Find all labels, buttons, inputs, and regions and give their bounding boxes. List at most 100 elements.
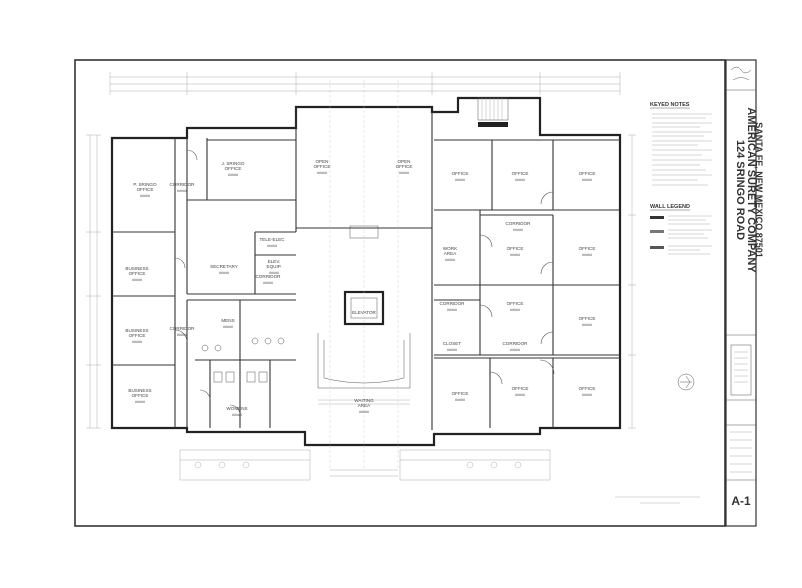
room-label: OFFICE [396,164,413,169]
room-number: ##### [445,258,455,262]
room-number: ##### [317,171,327,175]
title-address-line-1: 124 SRINGO ROAD [734,140,746,240]
wall-legend-heading: WALL LEGEND [650,204,690,210]
room-label: OFFICE [507,246,524,251]
room-number: ##### [263,281,273,285]
room-label: OFFICE [129,333,146,338]
room-label: OFFICE [512,171,529,176]
room-number: ##### [177,189,187,193]
room-label: CORRIDOR [255,274,281,279]
wall-legend: WALL LEGEND [650,204,712,255]
ramp [317,333,411,405]
room-label: WORK [443,246,458,251]
room-number: ##### [582,393,592,397]
room-number: ##### [582,178,592,182]
room-label: OFFICE [579,316,596,321]
room-label: CORRIDOR [169,326,195,331]
room-label: OFFICE [129,271,146,276]
room-number: ##### [582,253,592,257]
room-number: ##### [359,410,369,414]
door-swings [174,149,555,416]
room-number: ##### [232,413,242,417]
room-number: ##### [510,308,520,312]
room-label: BUSINESS [128,388,151,393]
room-label: OPEN [315,159,328,164]
site-details [179,449,551,481]
room-number: ##### [269,271,279,275]
room-number: ##### [219,271,229,275]
column-grid [329,80,399,470]
left-dimension-strings [86,134,101,429]
stair [477,97,509,127]
room-number: ##### [140,194,150,198]
room-number: ##### [177,333,187,337]
room-label: J. SRINGO [222,161,245,166]
room-number: ##### [223,325,233,329]
room-label: CORRIDOR [505,221,531,226]
room-number: ##### [515,393,525,397]
sheet-border [74,59,726,527]
room-label: OFFICE [507,301,524,306]
room-label: EQUIP. [267,264,282,269]
room-label: CORRIDOR [502,341,528,346]
room-number: ##### [455,178,465,182]
room-number: ##### [513,228,523,232]
restroom-fixtures [201,337,285,383]
room-number: ##### [510,253,520,257]
room-number: ##### [515,178,525,182]
room-label: OFFICE [579,386,596,391]
room-number: ##### [132,340,142,344]
title-block-frame [725,59,757,527]
room-label: ELEV. [268,259,281,264]
room-label: OFFICE [579,171,596,176]
room-label: BUSINESS [125,328,148,333]
room-number: ##### [447,348,457,352]
room-label: WOMENS [226,406,247,411]
room-label: OFFICE [314,164,331,169]
room-label: BUSINESS [125,266,148,271]
room-label: SECRETARY [210,264,238,269]
top-dimension-strings [109,72,621,95]
room-label: OFFICE [132,393,149,398]
room-number: ##### [399,171,409,175]
room-label: OFFICE [452,391,469,396]
north-arrow-icon [677,373,695,391]
interior-walls [112,107,620,430]
room-number: ##### [132,278,142,282]
room-number: ##### [510,348,520,352]
room-label: OFFICE [452,171,469,176]
title-address-line-2: AMERICAN SURETY COMPANY [745,107,757,273]
company-logo [730,66,752,81]
revision-table [730,431,752,473]
room-number: ##### [267,244,277,248]
sheet-number: A-1 [731,494,751,508]
room-label: WAITING [354,398,374,403]
room-label: AREA [444,251,457,256]
room-label: MENS [221,318,234,323]
room-label: ELEVATOR [352,310,376,315]
room-label: OFFICE [579,246,596,251]
right-dimension-strings [628,134,636,429]
room-label: OFFICE [225,166,242,171]
room-label: CORRIDOR [169,182,195,187]
room-label: OPEN [397,159,410,164]
room-number: ##### [582,323,592,327]
architect-seal [730,344,752,396]
room-label: OFFICE [137,187,154,192]
room-label: TELE-ELEC [259,237,285,242]
keyed-notes-heading: KEYED NOTES [650,102,690,108]
faint-stamp [615,496,700,504]
room-number: ##### [135,400,145,404]
room-number: ##### [455,398,465,402]
room-label: P. SRINGO [133,182,157,187]
title-address-line-3: SANTA FE, NEW MEXICO 87501 [754,122,764,258]
room-label: CLOSET [443,341,462,346]
room-label: AREA [358,403,371,408]
room-number: ##### [447,308,457,312]
room-label: CORRIDOR [439,301,465,306]
keyed-notes: KEYED NOTES [650,102,712,186]
room-number: ##### [228,173,238,177]
room-label: OFFICE [512,386,529,391]
